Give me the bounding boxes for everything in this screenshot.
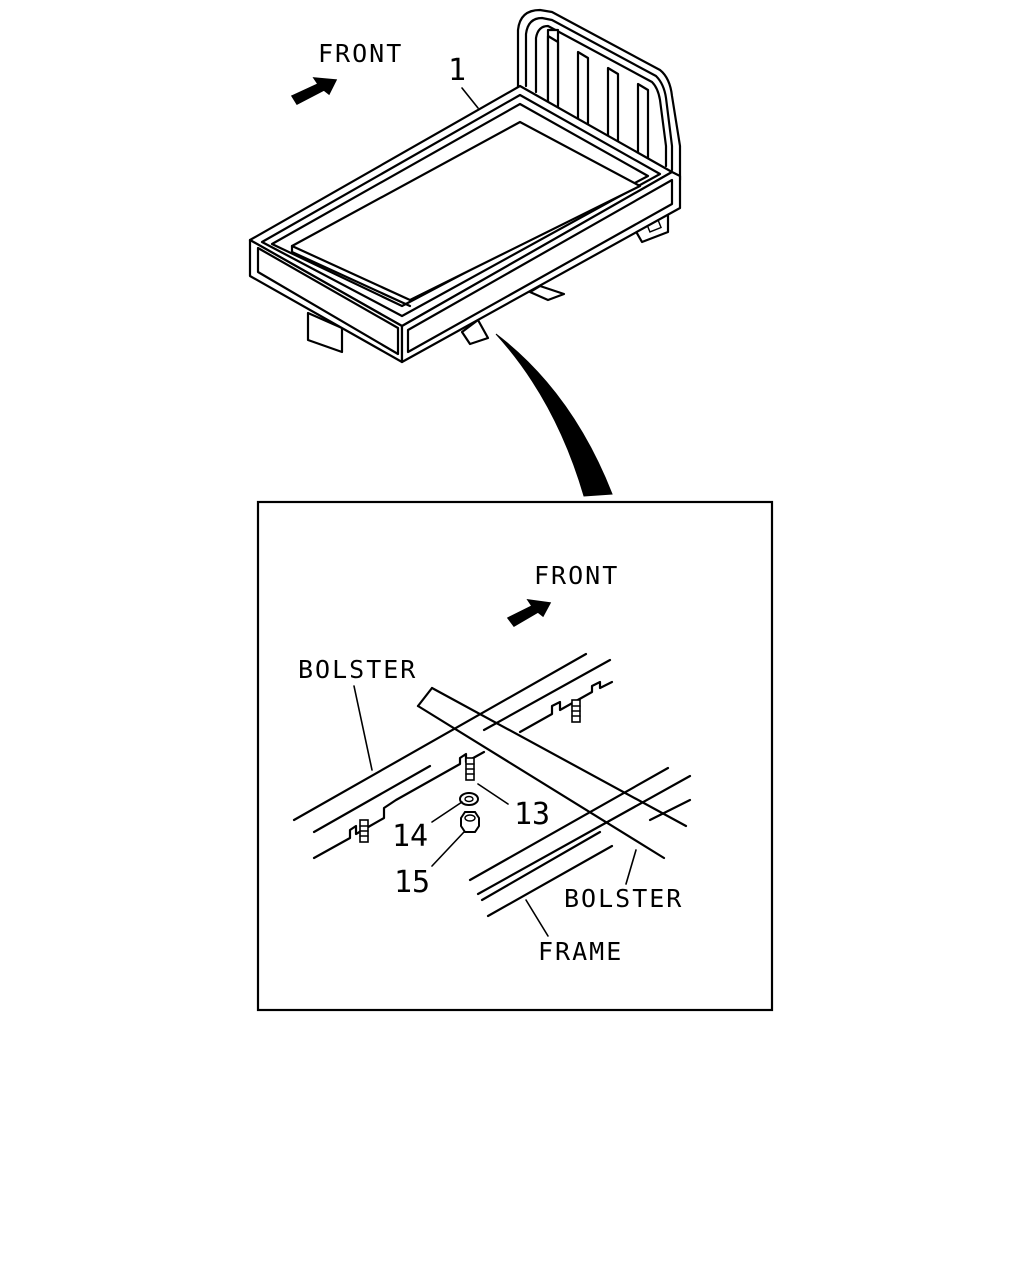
stud-bolt-right (571, 699, 581, 723)
frame-rails (468, 766, 692, 918)
detail-frame (256, 500, 774, 1012)
side-panel-long-inner (406, 178, 674, 354)
callout-15: 15 (394, 865, 430, 900)
detail-view: FRONT (256, 500, 774, 1012)
detail-pointer-arrow (495, 333, 613, 497)
front-label-top: FRONT (318, 39, 403, 68)
leader-13 (477, 783, 509, 805)
leader-bolster-lower (625, 849, 637, 885)
side-panel-left-inner (256, 246, 400, 356)
callout-14: 14 (392, 819, 428, 854)
truck-body-drawing: FRONT 1 (248, 8, 682, 364)
leader-bolster-upper (353, 685, 373, 771)
leader-frame (525, 899, 549, 937)
leader-14 (431, 801, 463, 823)
front-arrow-icon (290, 77, 338, 105)
callout-1: 1 (448, 53, 466, 88)
label-bolster-upper: BOLSTER (298, 655, 417, 684)
headboard-inner-rail (524, 16, 674, 172)
label-frame: FRAME (538, 937, 623, 966)
stud-bolt-left (359, 819, 369, 843)
rim-inner-1 (260, 93, 662, 318)
leader-15 (431, 831, 465, 867)
stud-bolt-center (465, 757, 475, 781)
body-floor (290, 120, 642, 302)
rim-inner-2 (270, 102, 650, 308)
washer-icon (459, 792, 479, 806)
nut-icon (460, 811, 480, 833)
headboard-bars (546, 28, 650, 162)
side-panel-long (400, 170, 682, 364)
front-arrow-detail-icon (506, 599, 552, 627)
mount-bracket-left (306, 311, 344, 354)
floor-edge-left (290, 244, 412, 308)
callout-13: 13 (514, 797, 550, 832)
front-label-detail: FRONT (534, 561, 619, 590)
callout-1-leader (461, 87, 479, 109)
stud-bolts (359, 699, 581, 843)
headboard-inner-rail-2 (534, 24, 668, 168)
label-bolster-lower: BOLSTER (564, 884, 683, 913)
